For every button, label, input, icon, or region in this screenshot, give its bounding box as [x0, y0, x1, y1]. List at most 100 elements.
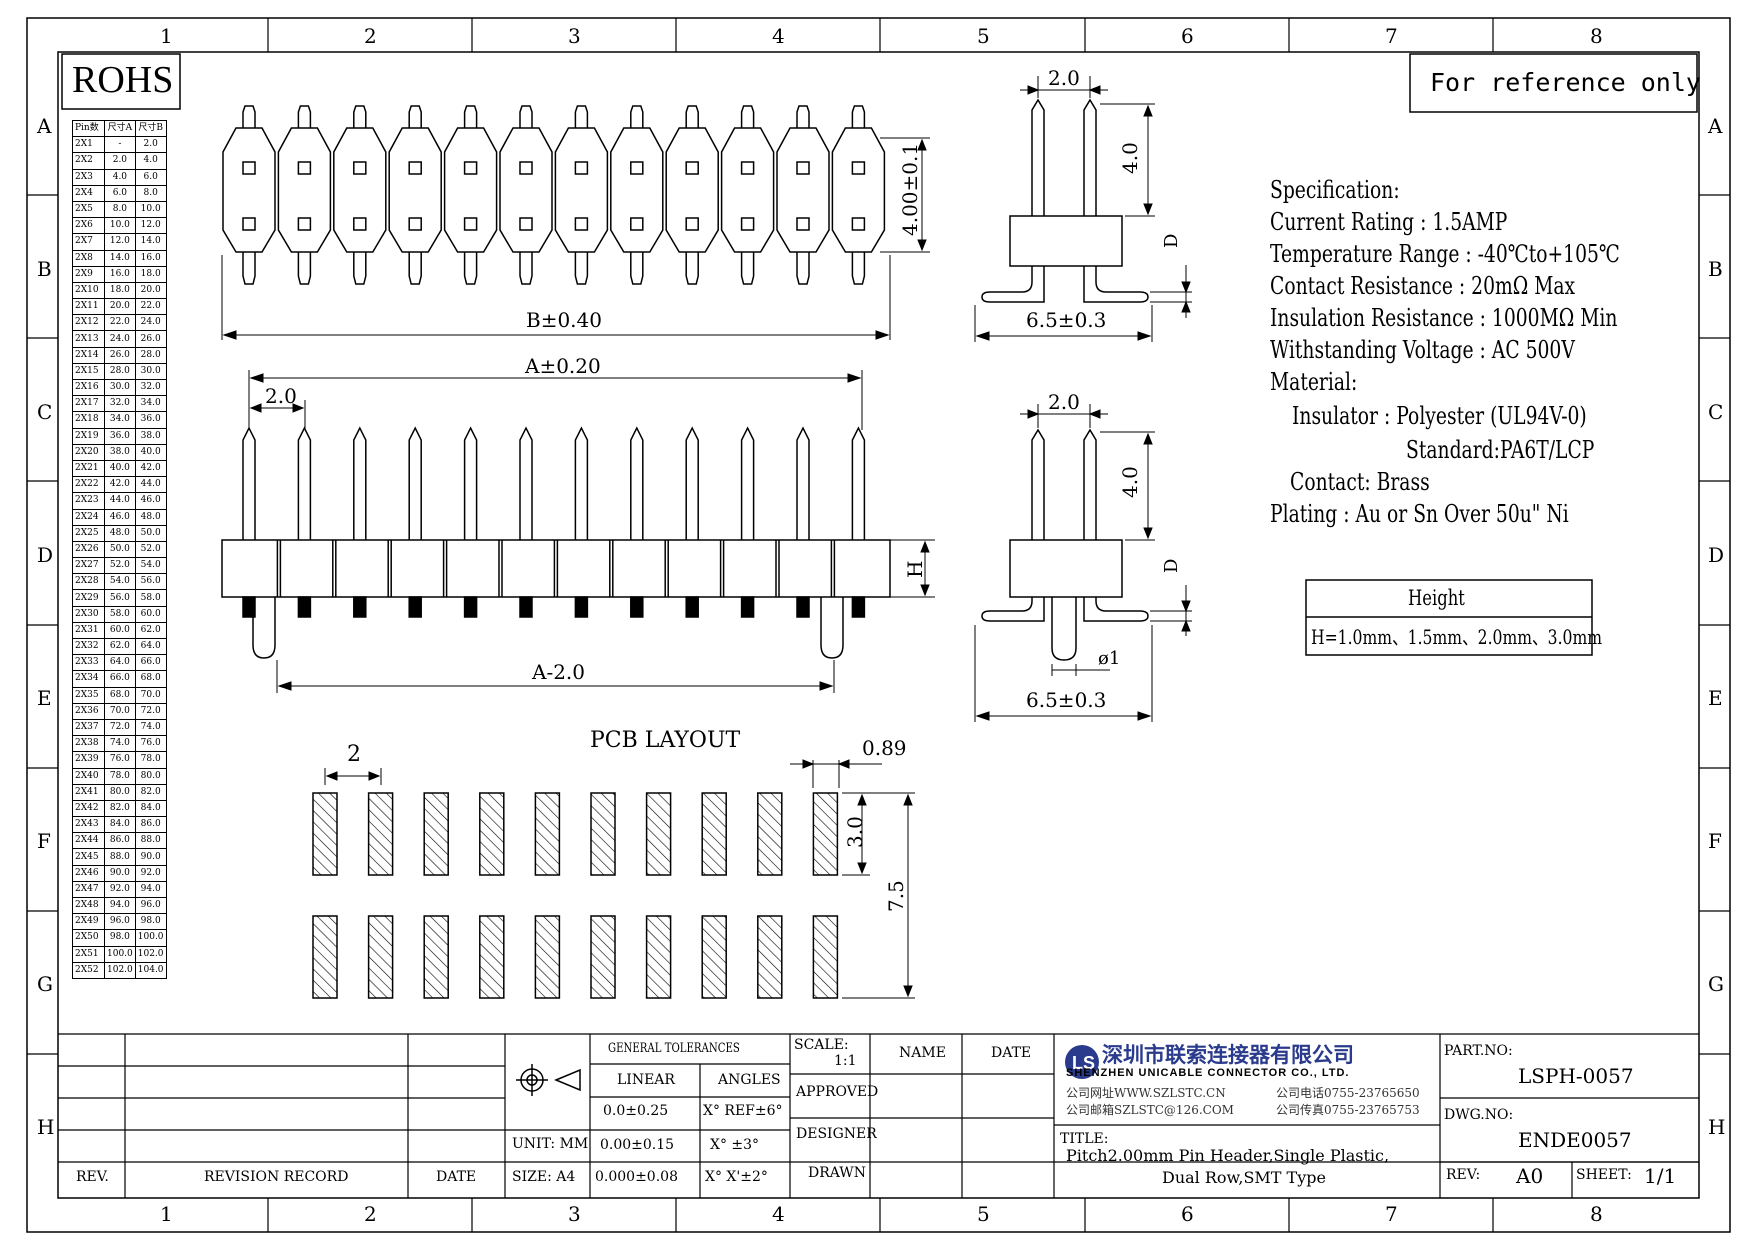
spec-heading: Specification:	[1270, 176, 1400, 204]
pin-table-cell: 94.0	[104, 896, 136, 915]
pin-square	[408, 217, 422, 231]
pin-lead-top	[408, 105, 422, 128]
pin-table-cell: 4.0	[134, 152, 167, 170]
pin-table-cell: 80.0	[134, 767, 167, 785]
dim-side1-width: 6.5±0.3	[1026, 308, 1107, 332]
company-name-cn: 深圳市联索连接器有限公司	[1102, 1043, 1354, 1067]
pcb-pad	[423, 915, 449, 999]
row-label: D	[1708, 543, 1725, 567]
row-label: E	[37, 686, 52, 710]
spec-line: Contact: Brass	[1290, 468, 1430, 496]
pin-block-outline	[499, 127, 553, 253]
pin-table-cell: 98.0	[104, 929, 136, 947]
pin-table-cell: 32.0	[104, 395, 136, 413]
pin-table-cell: 44.0	[134, 476, 167, 494]
top-view-dims	[221, 137, 930, 340]
projection-symbol-icon	[516, 1064, 581, 1096]
pcb-pad	[812, 792, 839, 876]
pin-lead	[740, 426, 755, 540]
pin-block-outline	[776, 127, 830, 253]
pin-table-cell: 2X36	[72, 702, 105, 720]
pin-table-cell: 2X22	[72, 476, 105, 494]
dim-side2-peg: ø1	[1098, 648, 1121, 669]
pin-lead-top	[353, 105, 367, 128]
pin-table-cell: 2X39	[72, 751, 105, 769]
pcb-pad	[812, 915, 839, 999]
part-no-value: LSPH-0057	[1518, 1064, 1634, 1088]
col-label: 5	[977, 1202, 990, 1226]
pin-table-cell: 24.0	[104, 330, 136, 348]
drawn-label: DRAWN	[808, 1165, 866, 1181]
pcb-pad	[367, 792, 394, 876]
pin-table-cell: 2X32	[72, 637, 105, 656]
pin-table-cell: 104.0	[134, 961, 167, 979]
pin-foot	[740, 596, 755, 618]
height-table-value: H=1.0mm、1.5mm、2.0mm、3.0mm	[1311, 625, 1603, 649]
pcb-pad	[423, 792, 449, 876]
pin-table-cell: 92.0	[134, 864, 167, 882]
pin-table-cell: 2X37	[72, 718, 105, 737]
pin-table-cell: 6.0	[104, 184, 136, 202]
col-label: 7	[1385, 1202, 1398, 1226]
pin-table-cell: 76.0	[134, 735, 167, 753]
side-view-2	[981, 428, 1149, 661]
front-view-pin	[387, 426, 422, 618]
pin-table-cell: 42.0	[134, 459, 167, 478]
col-label: 8	[1590, 24, 1603, 48]
pin-table-cell: 2X45	[72, 848, 105, 866]
pin-table-cell: 24.0	[134, 314, 167, 332]
pin-square	[796, 161, 810, 175]
pin-table-cell: 66.0	[104, 670, 136, 688]
pin-table-cell: 2X26	[72, 540, 105, 559]
approved-label: APPROVED	[796, 1084, 879, 1100]
pin-square	[574, 161, 589, 175]
dim-pcb-pad-length: 3.0	[843, 816, 867, 848]
front-view-dims	[248, 370, 935, 693]
title-block-lines	[58, 1033, 1699, 1198]
pin-table-cell: 10.0	[134, 200, 167, 219]
pin-table-cell: 16.0	[134, 249, 167, 267]
pin-foot	[574, 596, 589, 618]
row-label: A	[1708, 114, 1723, 138]
dim-side1-d: D	[1161, 233, 1182, 248]
pin-lead-top	[796, 105, 810, 128]
pin-table-cell: 36.0	[134, 411, 167, 429]
pin-table-cell: 98.0	[134, 913, 167, 931]
pin-square	[851, 161, 866, 175]
pin-table-cell: 2X18	[72, 411, 105, 429]
tol-angle: X° REF±6°	[703, 1103, 783, 1119]
pin-table-cell: 44.0	[104, 492, 136, 510]
row-label: F	[37, 829, 51, 853]
front-view-housing	[221, 539, 891, 598]
pin-block-outline	[277, 127, 332, 253]
pin-foot	[353, 596, 367, 618]
pin-table-cell: 16.0	[104, 265, 136, 283]
pin-lead-top	[519, 105, 533, 128]
pin-foot	[242, 596, 256, 618]
scale-label: SCALE:	[794, 1037, 849, 1053]
col-label: 4	[772, 1202, 785, 1226]
pin-square	[796, 217, 810, 231]
pin-table-cell: 42.0	[104, 476, 136, 494]
pin-table-cell: 100.0	[134, 929, 167, 947]
pin-square	[740, 161, 755, 175]
pin-table-cell: 78.0	[104, 767, 136, 785]
pin-table-cell: 80.0	[104, 783, 136, 801]
rev-label: REV:	[1446, 1167, 1481, 1183]
pcb-pad	[479, 792, 505, 876]
pcb-layout-title: PCB LAYOUT	[590, 728, 741, 753]
row-label: H	[1708, 1115, 1726, 1139]
row-label: H	[37, 1115, 55, 1139]
part-no-label: PART.NO:	[1444, 1043, 1513, 1059]
pin-lead-bottom	[740, 252, 755, 285]
pin-lead	[685, 426, 699, 540]
